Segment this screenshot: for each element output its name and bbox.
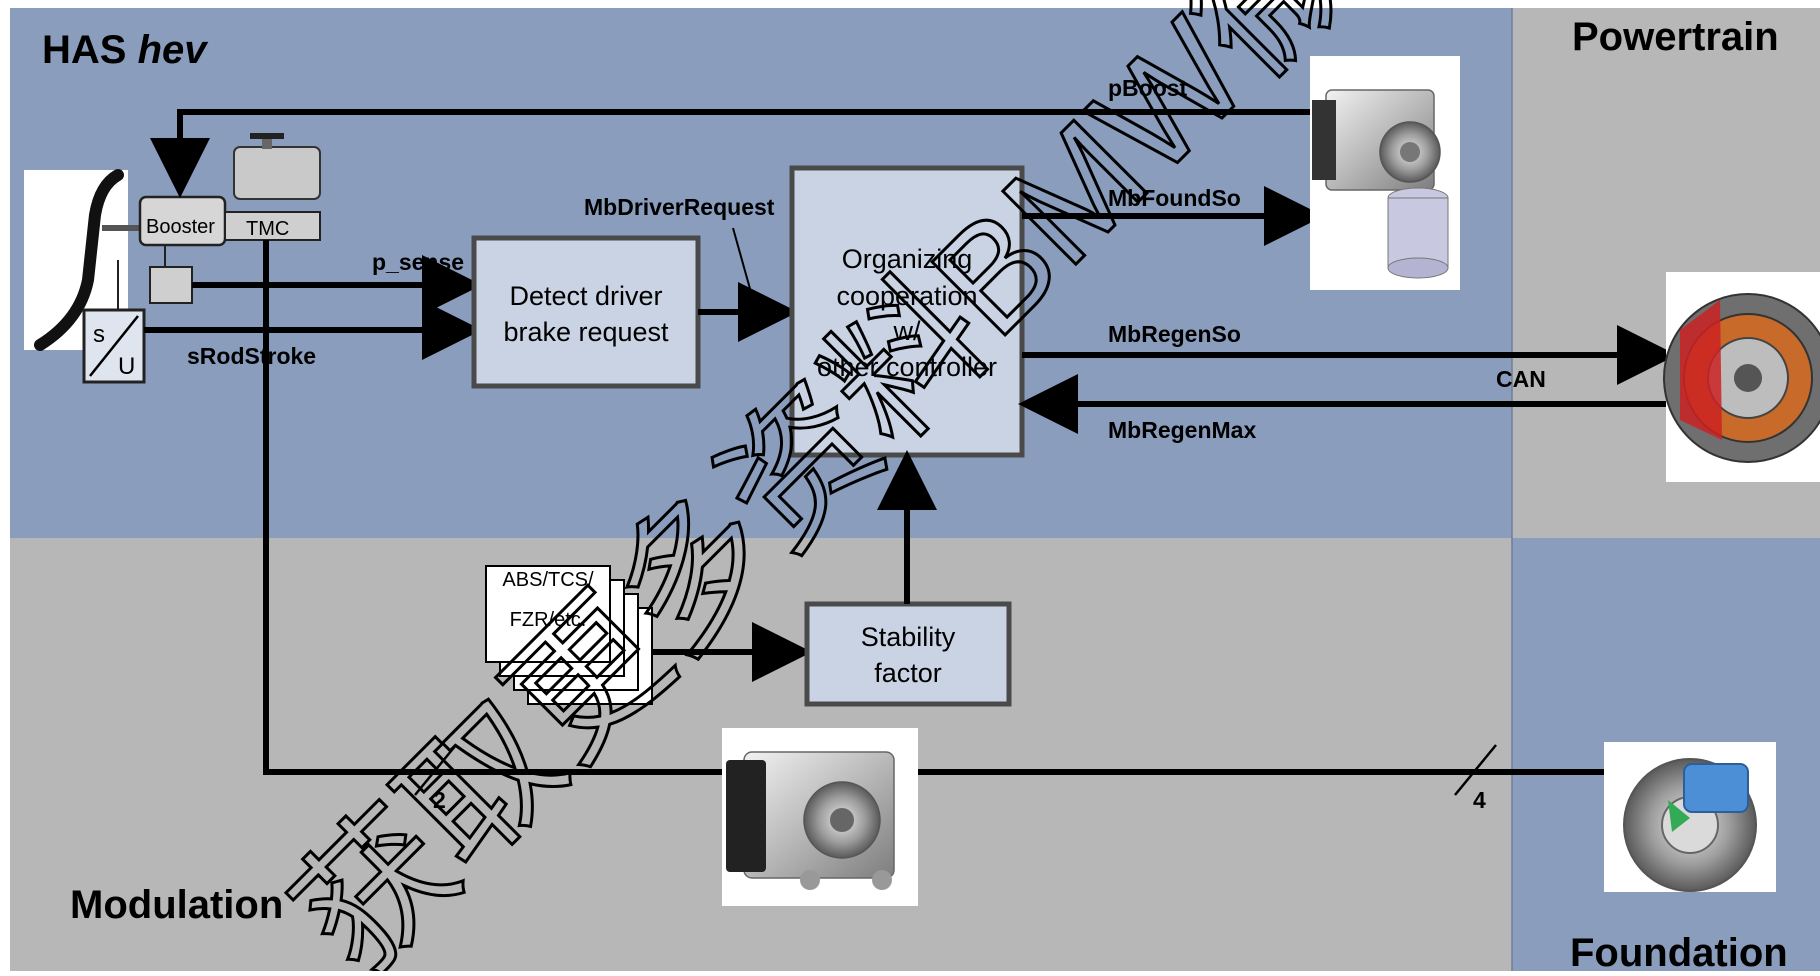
abs-card-line2: FZR/etc. — [510, 609, 587, 631]
booster-tmc-assembly: Booster TMC — [138, 133, 321, 304]
label-mbfoundso: MbFoundSo — [1108, 185, 1241, 211]
organizing-line3: w/ — [893, 316, 921, 346]
stability-factor-block: Stability factor — [804, 601, 1012, 707]
esc-unit-image-bottom — [722, 728, 918, 906]
esc-unit-image-top — [1310, 56, 1460, 290]
zone-title-modulation: Modulation — [70, 883, 283, 927]
label-mbregenso: MbRegenSo — [1108, 321, 1241, 347]
bus-slash-left — [414, 744, 457, 796]
zone-has-hev — [10, 8, 1512, 538]
brake-pedal-image — [24, 169, 140, 351]
pressure-sensor — [149, 266, 193, 304]
zone-title-foundation: Foundation — [1570, 931, 1788, 971]
organizing-block: Organizing cooperation w/ other controll… — [789, 165, 1025, 458]
zone-title-has-hev: HAS hev — [42, 28, 209, 72]
detect-driver-block: Detect driver brake request — [471, 235, 701, 389]
sensor-s: s — [93, 321, 105, 348]
detect-line2: brake request — [503, 317, 669, 347]
bus-count-left: 2 — [433, 787, 446, 813]
detect-line1: Detect driver — [509, 281, 662, 311]
label-can: CAN — [1496, 366, 1546, 392]
mbdriverrequest-leader — [732, 227, 753, 297]
label-mbdriverrequest: MbDriverRequest — [584, 194, 775, 220]
stability-line1: Stability — [861, 622, 956, 652]
reservoir — [233, 146, 321, 200]
stroke-sensor: s U — [82, 260, 146, 384]
bus-slash-right — [1454, 744, 1497, 796]
booster-label: Booster — [146, 216, 215, 238]
label-srodstroke: sRodStroke — [187, 343, 316, 369]
pboost-line — [150, 109, 1325, 198]
label-mbregenmax: MbRegenMax — [1108, 417, 1256, 443]
organizing-line1: Organizing — [842, 244, 973, 274]
brake-caliper-image — [1604, 742, 1776, 892]
label-p-sense: p_sense — [372, 249, 464, 275]
label-pboost: pBoost — [1108, 75, 1188, 101]
electric-motor-image — [1663, 272, 1820, 482]
tmc-label: TMC — [246, 218, 289, 240]
abs-tcs-card-stack: ABS/TCS/ FZR/etc. — [485, 565, 653, 705]
zone-title-powertrain: Powertrain — [1572, 15, 1779, 59]
sensor-u: U — [118, 353, 135, 380]
hydraulic-line — [263, 240, 1635, 775]
abs-card-line1: ABS/TCS/ — [502, 569, 594, 591]
tmc-box — [224, 211, 321, 241]
bus-count-right: 4 — [1473, 787, 1486, 813]
stability-line2: factor — [874, 658, 942, 688]
organizing-line4: other controller — [817, 352, 997, 382]
organizing-line2: cooperation — [836, 281, 977, 311]
